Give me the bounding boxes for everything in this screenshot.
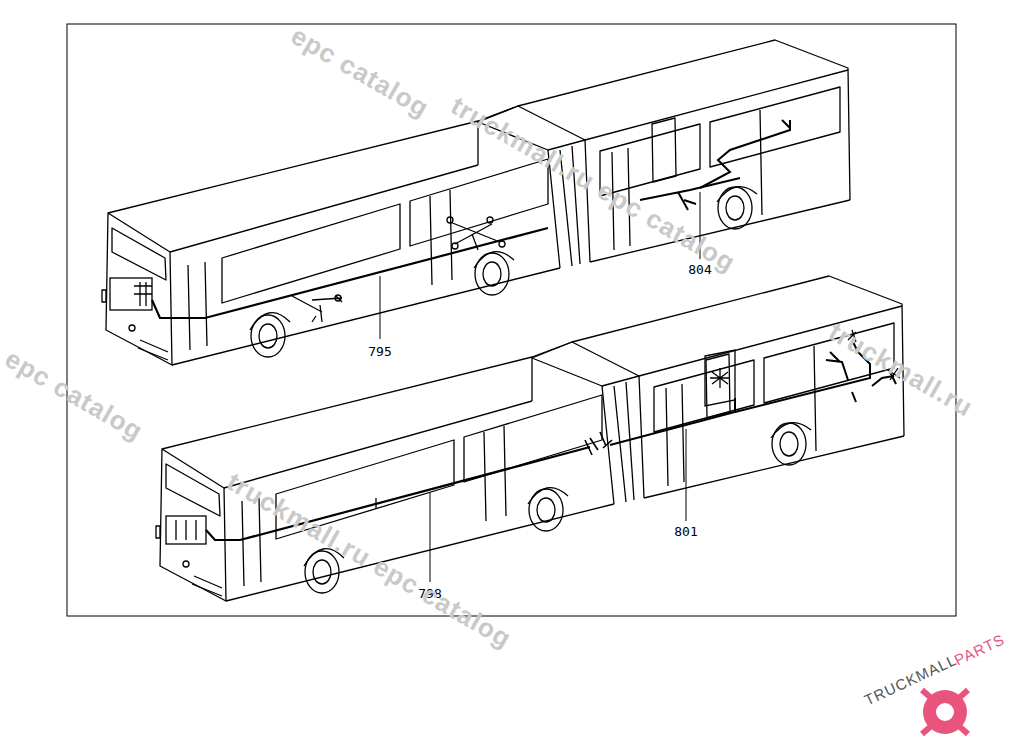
watermark: truckmall.ru: [825, 318, 977, 421]
watermark: epc catalog: [287, 22, 433, 122]
watermark: truckmall.ru epc catalog: [223, 468, 516, 652]
watermark: epc catalog: [1, 345, 147, 445]
callout-number: 795: [367, 345, 392, 358]
logo-text: PARTS: [952, 631, 1007, 667]
callout-number: 801: [673, 525, 698, 538]
watermark: truckmall.ru epc catalog: [447, 92, 740, 276]
